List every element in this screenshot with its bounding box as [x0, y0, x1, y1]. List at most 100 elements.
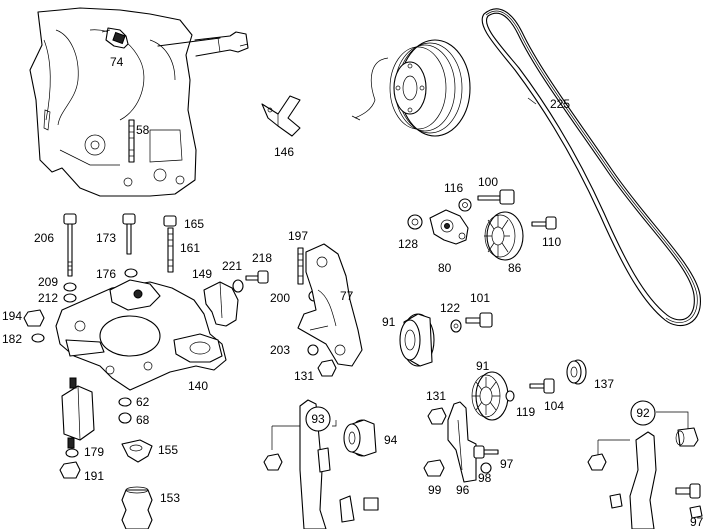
- group-92-assembly: [587, 411, 703, 529]
- label-131a: 131: [294, 369, 314, 383]
- label-203: 203: [270, 343, 290, 357]
- label-153: 153: [160, 491, 180, 505]
- crank-pulley: [351, 39, 471, 137]
- label-194: 194: [2, 309, 22, 323]
- part-91-idler-pulley-b: [471, 371, 509, 421]
- label-206: 206: [34, 231, 54, 245]
- label-110: 110: [542, 235, 561, 249]
- part-100-bolt: [477, 189, 515, 205]
- label-80: 80: [438, 261, 452, 275]
- part-209-washer: [63, 282, 77, 292]
- label-91a: 91: [382, 315, 396, 329]
- part-161-stud: [167, 227, 174, 273]
- engine-block: [29, 7, 249, 197]
- part-176-washer: [124, 268, 138, 278]
- part-128-nut: [407, 214, 423, 230]
- label-99: 99: [428, 483, 442, 497]
- label-86: 86: [508, 261, 522, 275]
- label-137: 137: [594, 377, 614, 391]
- part-212-washer: [63, 293, 77, 303]
- label-140: 140: [188, 379, 208, 393]
- part-221-washer: [232, 279, 244, 293]
- label-100: 100: [478, 175, 498, 189]
- label-176: 176: [96, 267, 116, 281]
- part-194-nut: [23, 309, 45, 327]
- part-182-washer: [31, 333, 45, 343]
- label-77: 77: [340, 289, 354, 303]
- part-104-bolt: [529, 378, 555, 394]
- label-97a: 97: [500, 457, 514, 471]
- label-209: 209: [38, 275, 58, 289]
- part-131-nut-b: [427, 407, 447, 425]
- part-91-idler-pulley-a: [399, 313, 435, 367]
- callout-92: 92: [630, 400, 656, 426]
- part-131-nut-a: [317, 359, 337, 377]
- label-128: 128: [398, 237, 418, 251]
- part-153-bellows: [121, 486, 153, 529]
- label-104: 104: [544, 399, 564, 413]
- part-119-washer: [505, 390, 515, 402]
- label-221: 221: [222, 259, 242, 273]
- group-93-assembly: [263, 399, 379, 529]
- leader-lines: [239, 43, 537, 105]
- part-179-washer: [65, 448, 79, 458]
- label-179: 179: [84, 445, 104, 459]
- part-218-bolt: [245, 270, 269, 284]
- part-165-bolt: [163, 215, 177, 227]
- label-74: 74: [110, 55, 124, 69]
- part-68-nut: [118, 412, 132, 424]
- label-98: 98: [478, 471, 492, 485]
- part-146-bracket: [261, 95, 301, 137]
- part-149-bracket: [203, 281, 239, 327]
- label-182: 182: [2, 332, 22, 346]
- label-122: 122: [440, 301, 460, 315]
- label-200: 200: [270, 291, 290, 305]
- part-80-tensioner-arm: [429, 209, 469, 245]
- label-68: 68: [136, 413, 150, 427]
- part-137-spacer: [566, 359, 587, 385]
- label-212: 212: [38, 291, 58, 305]
- part-96-bracket: [447, 401, 477, 483]
- label-161: 161: [180, 241, 200, 255]
- part-62-washer: [118, 397, 132, 407]
- callout-93: 93: [305, 406, 331, 432]
- label-165: 165: [184, 217, 204, 231]
- part-74-sensor: [101, 27, 129, 49]
- label-101: 101: [470, 291, 490, 305]
- part-110-bolt: [531, 216, 557, 230]
- part-86-idler-pulley: [484, 211, 524, 261]
- label-146: 146: [274, 145, 294, 159]
- part-116-washer: [458, 198, 472, 212]
- part-191-nut: [59, 461, 81, 479]
- label-94: 94: [384, 433, 398, 447]
- part-122-washer: [450, 319, 462, 333]
- label-116: 116: [444, 181, 463, 195]
- label-155: 155: [158, 443, 178, 457]
- label-93: 93: [311, 412, 325, 426]
- part-155-cup: [121, 439, 153, 463]
- label-97b: 97: [690, 515, 704, 529]
- part-101-bolt: [465, 312, 493, 328]
- part-labels: 74 58 146 225 116 100 128 80 86 110 206 …: [2, 55, 704, 529]
- label-149: 149: [192, 267, 212, 281]
- part-173-bolt: [122, 213, 136, 255]
- label-225: 225: [550, 97, 570, 111]
- engine-mount-rubber: [61, 377, 95, 449]
- part-206-bolt: [63, 213, 77, 277]
- part-140-mount-plate: [55, 279, 227, 391]
- part-58-stud: [128, 119, 135, 163]
- part-99-nut: [423, 459, 445, 477]
- label-173: 173: [96, 231, 116, 245]
- label-62: 62: [136, 395, 150, 409]
- part-94-pulley: [343, 419, 377, 457]
- label-197: 197: [288, 229, 308, 243]
- label-92: 92: [636, 406, 650, 420]
- part-98-washer: [480, 462, 492, 474]
- label-119: 119: [516, 405, 535, 419]
- part-197-stud: [297, 247, 304, 285]
- label-58: 58: [136, 123, 150, 137]
- part-97-bolt-a: [473, 445, 499, 459]
- label-218: 218: [252, 251, 272, 265]
